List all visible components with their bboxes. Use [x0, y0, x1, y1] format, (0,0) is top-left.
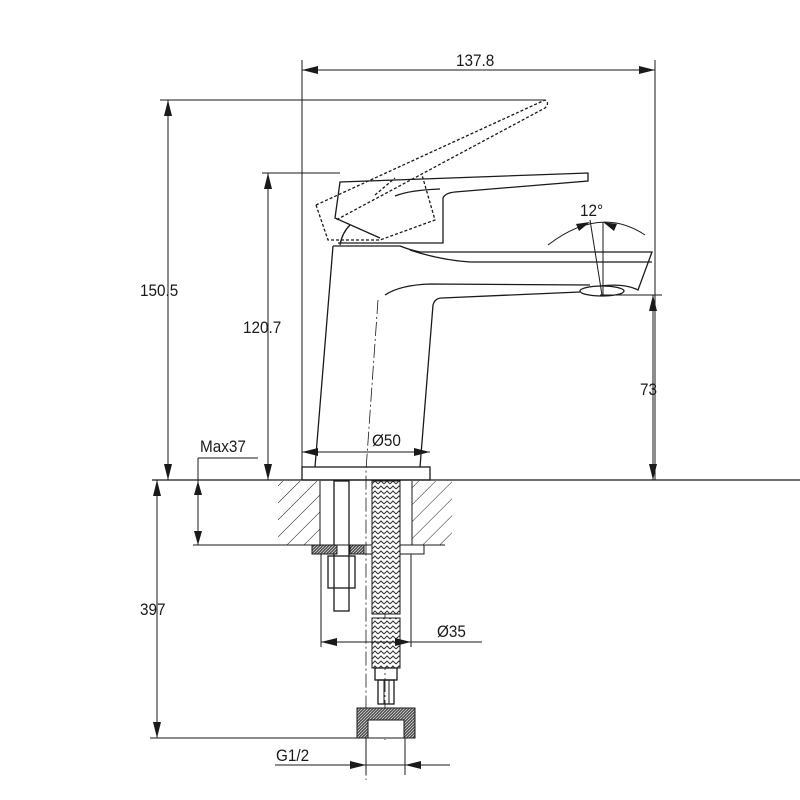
hose-length-label: 397: [140, 600, 166, 619]
overall-height-label: 150.5: [140, 281, 179, 300]
braided-hose: [371, 480, 401, 705]
faucet-body: [301, 245, 653, 780]
connector-nut: [356, 707, 416, 739]
base-diameter-label: Ø50: [372, 431, 401, 450]
lever-handle: [315, 99, 589, 246]
body-height-label: 120.7: [243, 318, 282, 337]
mounting-stud: [311, 480, 425, 612]
dimension-lines: [150, 60, 662, 775]
spout-angle-label: 12°: [580, 201, 604, 220]
thread-size-label: G1/2: [276, 746, 310, 765]
countertop: [152, 479, 800, 546]
overall-width-label: 137.8: [456, 51, 495, 70]
hole-diameter-label: Ø35: [437, 622, 466, 641]
spout-height-label: 73: [640, 380, 658, 399]
max-deck-thickness-label: Max37: [200, 437, 246, 456]
